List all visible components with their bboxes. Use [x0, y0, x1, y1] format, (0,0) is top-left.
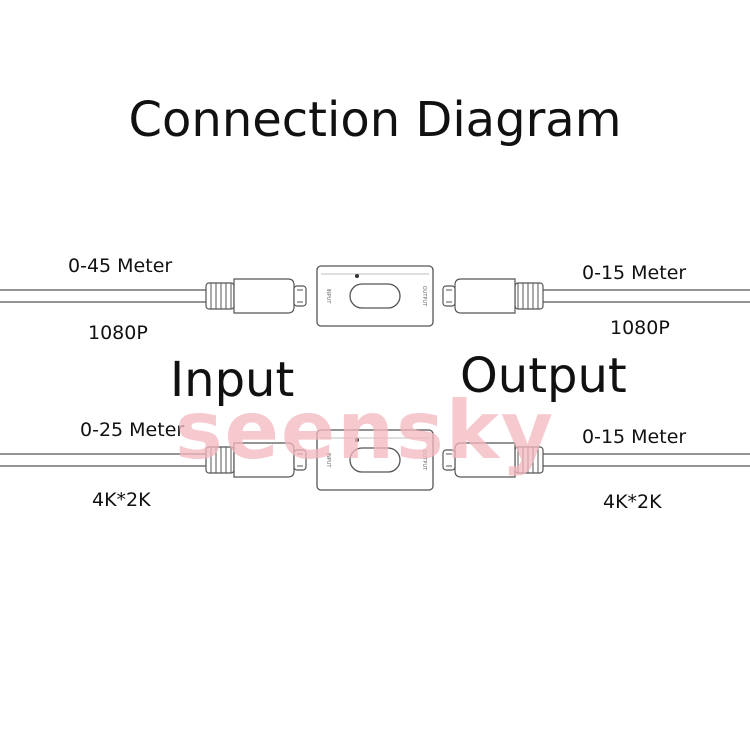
- row2-input-resolution: 4K*2K: [92, 489, 151, 511]
- output-port-label: OUTPUT: [421, 286, 427, 307]
- row2-output-resolution: 4K*2K: [603, 491, 662, 513]
- input-label: Input: [170, 352, 295, 408]
- row1-input-length: 0-45 Meter: [68, 255, 173, 277]
- input-cable: [0, 453, 206, 467]
- input-hdmi-plug: [205, 278, 307, 314]
- row2-output-length: 0-15 Meter: [582, 426, 687, 448]
- led-dot: [355, 438, 359, 442]
- input-cable: [0, 289, 206, 303]
- output-hdmi-plug: [442, 442, 544, 478]
- row1-output-length: 0-15 Meter: [582, 262, 687, 284]
- input-port-label: INPUT: [325, 289, 331, 305]
- led-dot: [355, 274, 359, 278]
- output-hdmi-plug: [442, 278, 544, 314]
- extender-unit: INPUT OUTPUT: [316, 265, 434, 327]
- row1-output-resolution: 1080P: [610, 317, 670, 339]
- output-port-label: OUTPUT: [421, 450, 427, 471]
- extender-unit: INPUT OUTPUT: [316, 429, 434, 491]
- indicator-button: [349, 283, 401, 309]
- output-label: Output: [460, 348, 627, 404]
- output-cable: [543, 289, 750, 303]
- output-cable: [543, 453, 750, 467]
- diagram-title: Connection Diagram: [128, 92, 622, 148]
- indicator-button: [349, 447, 401, 473]
- input-port-label: INPUT: [325, 453, 331, 469]
- row2-input-length: 0-25 Meter: [80, 419, 185, 441]
- input-hdmi-plug: [205, 442, 307, 478]
- seensky-watermark: seensky: [175, 384, 556, 477]
- row1-input-resolution: 1080P: [88, 322, 148, 344]
